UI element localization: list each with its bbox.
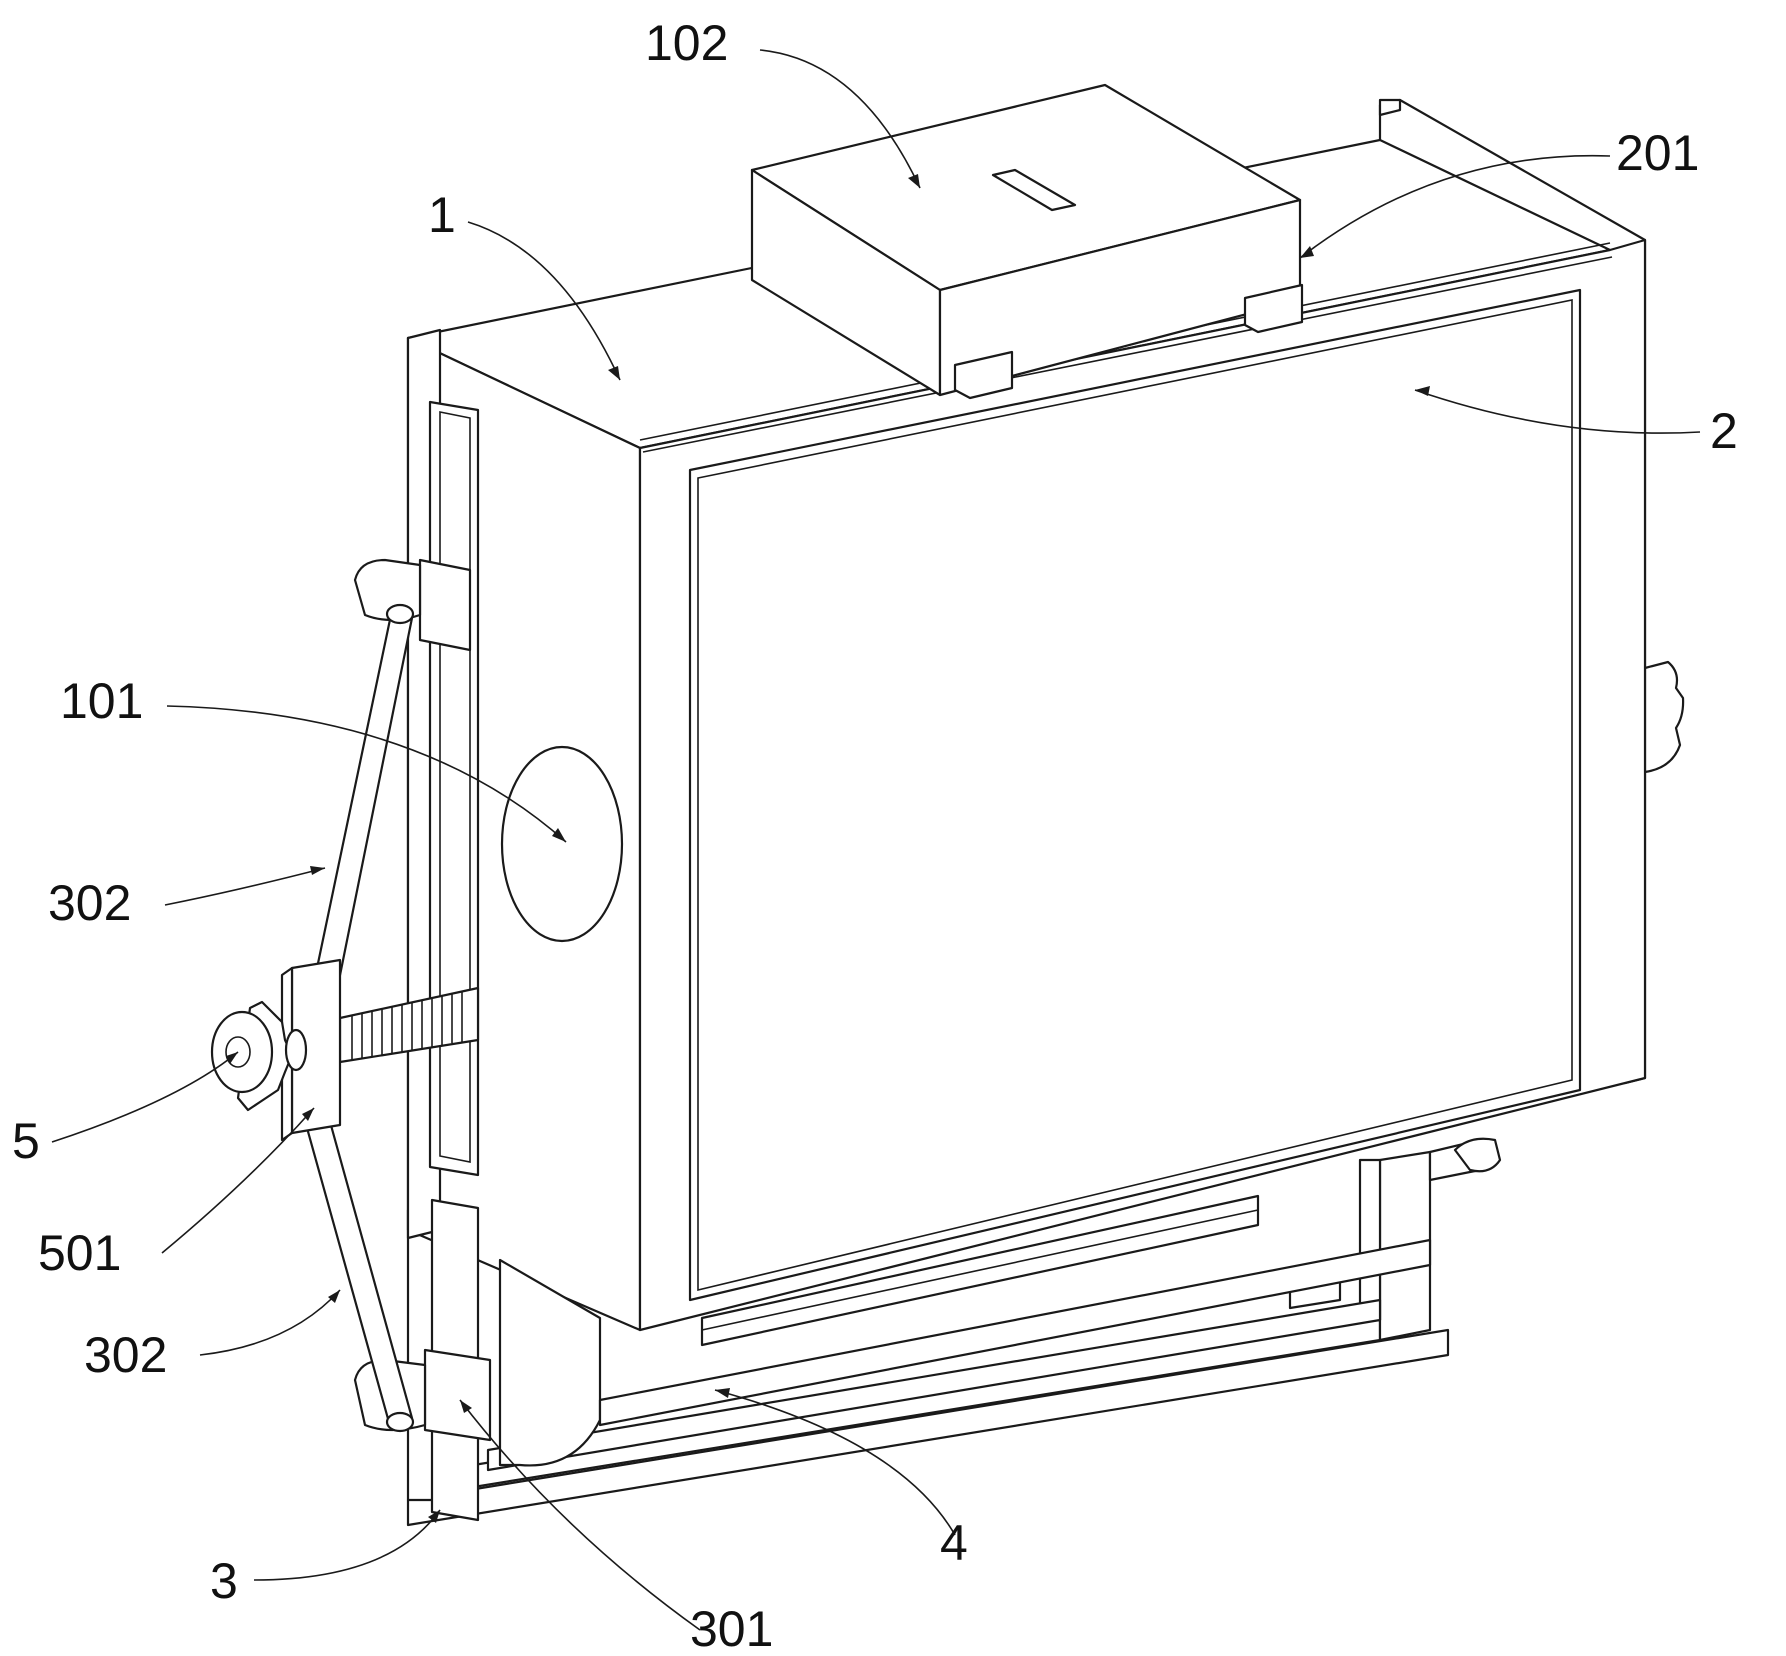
- label-5: 5: [12, 1113, 40, 1169]
- inspection-window: [500, 745, 624, 943]
- label-3: 3: [210, 1553, 238, 1609]
- front-panel: [688, 288, 1582, 1302]
- label-101: 101: [60, 673, 143, 729]
- label-1: 1: [428, 187, 456, 243]
- bottom-frame: [406, 1150, 1450, 1527]
- label-302-upper: 302: [48, 875, 131, 931]
- label-2: 2: [1710, 403, 1738, 459]
- lower-slot: [700, 1194, 1260, 1347]
- label-4: 4: [940, 1515, 968, 1571]
- label-501: 501: [38, 1225, 121, 1281]
- linkage-arm-upper: [310, 603, 415, 1002]
- top-cover: [750, 83, 1302, 397]
- label-301: 301: [690, 1601, 773, 1656]
- part-labels: 1 102 201 2 101 302 5 501 302 4 3 301: [12, 15, 1738, 1656]
- support-bracket: [498, 1137, 1502, 1467]
- label-201: 201: [1616, 125, 1699, 181]
- latch-tabs: [953, 283, 1304, 400]
- right-knob: [1643, 660, 1685, 774]
- label-102: 102: [645, 15, 728, 71]
- adjustment-knob: [210, 1000, 308, 1112]
- leader-lines: [51, 49, 1701, 1631]
- label-302-lower: 302: [84, 1327, 167, 1383]
